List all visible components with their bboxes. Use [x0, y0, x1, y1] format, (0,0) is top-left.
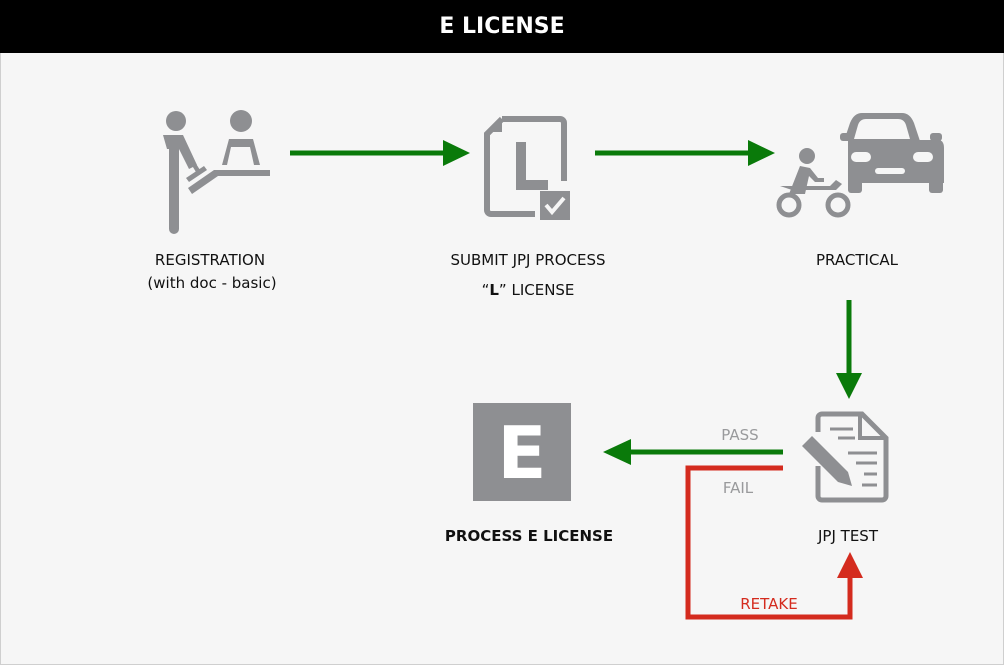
page-title: E LICENSE [0, 0, 1004, 53]
step-label-submit: SUBMIT JPJ PROCESS [450, 251, 605, 269]
step-sublabel-registration: (with doc - basic) [147, 274, 276, 292]
e-license-icon: E [473, 403, 571, 501]
registration-people-icon [163, 110, 270, 234]
arrow-pass [603, 439, 783, 465]
test-document-pencil-icon [802, 411, 889, 503]
l-license-document-icon [484, 116, 570, 220]
arrow-submit-to-practical [595, 140, 775, 166]
edge-label-pass: PASS [721, 426, 758, 444]
edge-label-fail: FAIL [723, 479, 754, 497]
arrow-registration-to-submit [290, 140, 470, 166]
car-motorcycle-icon [776, 113, 944, 218]
step-label-process-e-license: PROCESS E LICENSE [445, 527, 613, 545]
svg-text:E: E [497, 411, 546, 495]
step-label-jpj-test: JPJ TEST [817, 527, 879, 545]
step-label-registration: REGISTRATION [155, 251, 265, 269]
arrow-fail-retake [685, 465, 863, 620]
step-sublabel-l-license: “L” LICENSE [482, 281, 575, 299]
arrow-practical-to-test [836, 300, 862, 399]
step-label-practical: PRACTICAL [816, 251, 899, 269]
edge-label-retake: RETAKE [740, 595, 797, 613]
